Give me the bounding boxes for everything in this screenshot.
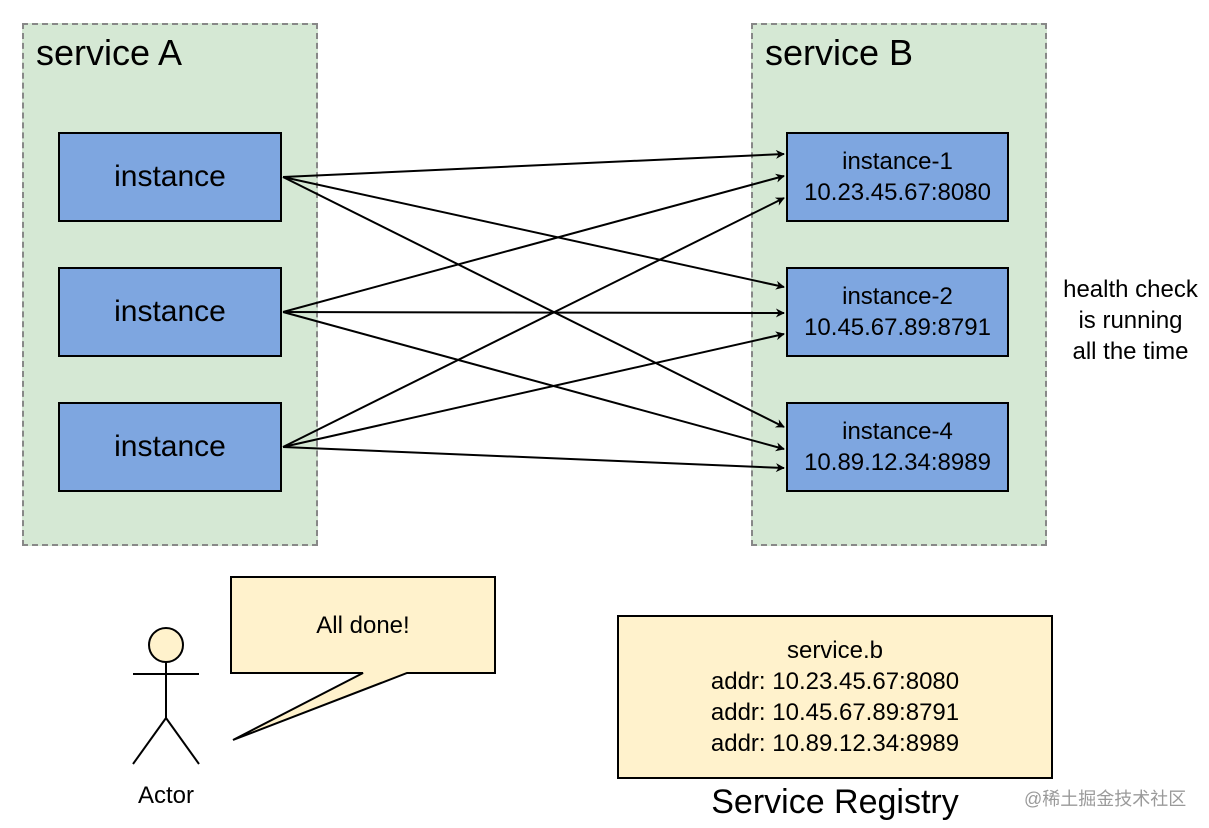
service-b-instance-3: instance-4 10.89.12.34:8989 [786, 402, 1009, 492]
arrow-a1-b1 [282, 149, 785, 178]
actor-figure [132, 627, 200, 765]
arrow-a1-b2 [282, 176, 785, 290]
service-a-instance-2-label: instance [114, 295, 226, 328]
actor-right-leg [165, 717, 200, 765]
service-a-instance-2: instance [58, 267, 282, 357]
service-registry-box: service.b addr: 10.23.45.67:8080 addr: 1… [617, 615, 1053, 779]
service-b-instance-3-addr: 10.89.12.34:8989 [804, 449, 991, 476]
service-a-instance-3: instance [58, 402, 282, 492]
arrow-a1-b3 [282, 176, 785, 428]
service-a-instance-1-label: instance [114, 160, 226, 193]
arrow-a2-b3 [282, 311, 785, 452]
speech-bubble [230, 576, 496, 741]
service-b-instance-3-name: instance-4 [842, 418, 953, 445]
service-b-instance-2-name: instance-2 [842, 283, 953, 310]
registry-entry-1: addr: 10.23.45.67:8080 [710, 668, 960, 695]
service-registry-title: Service Registry [711, 783, 959, 821]
actor-head [148, 627, 184, 663]
speech-text: All done! [316, 612, 410, 639]
registry-service-name: service.b [786, 637, 884, 664]
service-b-instance-2: instance-2 10.45.67.89:8791 [786, 267, 1009, 357]
watermark-credit: @稀土掘金技术社区 [1024, 789, 1187, 809]
actor-label: Actor [137, 782, 194, 809]
health-note-line-2: is running [1078, 307, 1183, 334]
service-b-instance-2-addr: 10.45.67.89:8791 [804, 314, 991, 341]
registry-entry-3: addr: 10.89.12.34:8989 [710, 730, 960, 757]
arrow-a2-b2 [282, 308, 785, 318]
health-note-line-1: health check [1063, 276, 1198, 303]
service-b-instance-1-addr: 10.23.45.67:8080 [804, 179, 991, 206]
service-a-instance-1: instance [58, 132, 282, 222]
arrow-a3-b1 [282, 197, 785, 448]
arrow-a3-b3 [282, 446, 785, 473]
service-b-instance-1: instance-1 10.23.45.67:8080 [786, 132, 1009, 222]
service-a-title: service A [36, 32, 183, 73]
health-note-line-3: all the time [1072, 338, 1189, 365]
arrow-a2-b1 [282, 173, 785, 313]
arrow-a3-b2 [282, 331, 785, 448]
service-b-title: service B [765, 32, 914, 73]
actor-left-leg [132, 717, 167, 765]
health-check-note: health check is running all the time [1052, 274, 1209, 367]
service-a-instance-3-label: instance [114, 430, 226, 463]
connection-arrows [282, 149, 785, 473]
service-b-instance-1-name: instance-1 [842, 148, 953, 175]
registry-entry-2: addr: 10.45.67.89:8791 [710, 699, 960, 726]
